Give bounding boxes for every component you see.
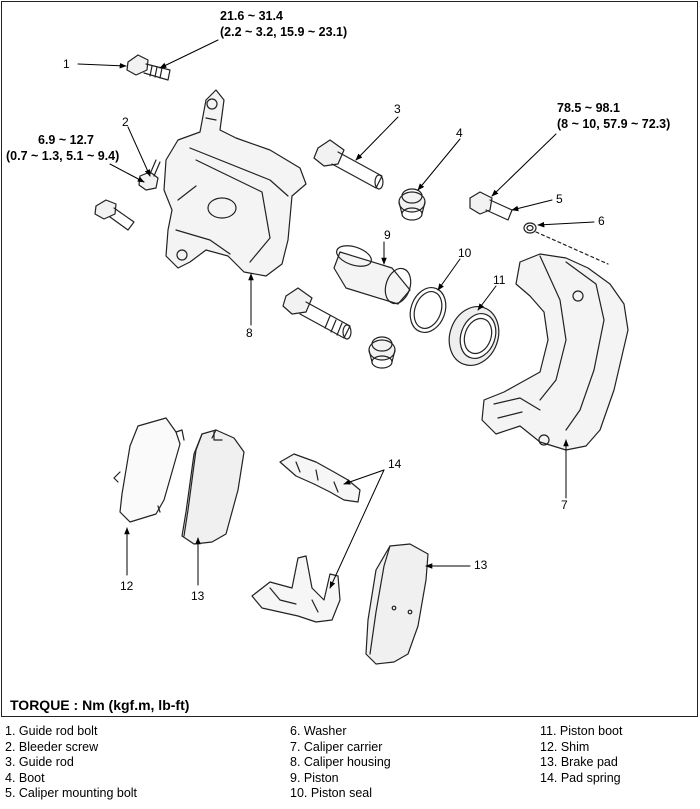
legend-item: 2. Bleeder screw xyxy=(5,739,99,754)
boot-lower xyxy=(368,336,396,369)
torque-conversions: (0.7 ~ 1.3, 5.1 ~ 9.4) xyxy=(6,149,120,163)
guide-rod-bolt xyxy=(126,54,171,81)
caliper-mounting-bolt xyxy=(469,191,513,221)
torque-value: 78.5 ~ 98.1 xyxy=(557,101,620,115)
legend-item: 6. Washer xyxy=(290,724,347,738)
legend-item: 1. Guide rod bolt xyxy=(5,724,98,738)
torque-spec-guide-rod-bolt: 21.6 ~ 31.4 (2.2 ~ 3.2, 15.9 ~ 23.1) xyxy=(220,8,347,40)
torque-spec-bleeder-screw: 6.9 ~ 12.7 (0.7 ~ 1.3, 5.1 ~ 9.4) xyxy=(6,132,119,164)
callout-8: 8 xyxy=(246,326,253,340)
legend-item: 3. Guide rod xyxy=(5,755,74,770)
brake-caliper-exploded-diagram xyxy=(77,39,629,665)
caliper-carrier xyxy=(481,253,629,451)
piston xyxy=(333,245,412,305)
callout-12: 12 xyxy=(120,579,134,593)
shim xyxy=(113,417,185,523)
callout-9: 9 xyxy=(384,228,391,242)
callout-14: 14 xyxy=(388,457,402,471)
torque-unit-label: TORQUE : Nm (kgf.m, lb-ft) xyxy=(10,697,190,713)
callout-7: 7 xyxy=(561,498,568,512)
torque-spec-caliper-mounting-bolt: 78.5 ~ 98.1 (8 ~ 10, 57.9 ~ 72.3) xyxy=(557,100,670,132)
torque-conversions: (8 ~ 10, 57.9 ~ 72.3) xyxy=(557,117,671,131)
legend-column-3: 11. Piston boot 12. Shim 13. Brake pad 1… xyxy=(540,724,622,786)
piston-seal xyxy=(409,287,447,333)
torque-conversions: (2.2 ~ 3.2, 15.9 ~ 23.1) xyxy=(220,25,348,39)
pad-spring-upper xyxy=(279,453,361,503)
washer xyxy=(523,222,537,234)
diagram-frame xyxy=(1,1,698,717)
callout-1: 1 xyxy=(63,57,70,71)
callout-2: 2 xyxy=(122,115,129,129)
loose-bolt xyxy=(94,199,135,231)
parts-legend: 1. Guide rod bolt 2. Bleeder screw 3. Gu… xyxy=(0,720,700,806)
torque-value: 6.9 ~ 12.7 xyxy=(38,133,94,147)
callout-4: 4 xyxy=(456,126,463,140)
brake-pad-right xyxy=(365,543,429,665)
legend-item: 10. Piston seal xyxy=(290,786,372,801)
legend-column-1: 1. Guide rod bolt 2. Bleeder screw 3. Gu… xyxy=(5,724,137,802)
legend-item: 12. Shim xyxy=(540,739,590,754)
legend-item: 8. Caliper housing xyxy=(290,755,391,770)
guide-rod-lower xyxy=(282,287,352,340)
legend-item: 5. Caliper mounting bolt xyxy=(5,786,138,801)
pad-spring-lower xyxy=(251,555,341,623)
callout-11: 11 xyxy=(493,273,506,287)
legend-item: 13. Brake pad xyxy=(540,755,618,770)
legend-item: 7. Caliper carrier xyxy=(290,739,383,754)
leader-lines xyxy=(77,39,595,589)
callout-5: 5 xyxy=(556,192,563,206)
callout-3: 3 xyxy=(394,102,401,116)
callout-13-left: 13 xyxy=(191,589,205,603)
brake-pad-left xyxy=(181,429,245,545)
legend-item: 14. Pad spring xyxy=(540,770,621,785)
legend-item: 9. Piston xyxy=(290,770,339,785)
callout-6: 6 xyxy=(598,214,605,228)
caliper-housing xyxy=(163,89,307,277)
torque-value: 21.6 ~ 31.4 xyxy=(220,9,283,23)
legend-item: 11. Piston boot xyxy=(540,724,623,738)
guide-rod-upper xyxy=(313,139,384,190)
boot-upper xyxy=(398,188,426,221)
callout-10: 10 xyxy=(458,246,472,260)
assembly-axis-line xyxy=(535,231,609,265)
piston-boot xyxy=(448,306,500,366)
callout-13-right: 13 xyxy=(474,558,488,572)
legend-column-2: 6. Washer 7. Caliper carrier 8. Caliper … xyxy=(290,724,391,802)
legend-item: 4. Boot xyxy=(5,770,45,785)
